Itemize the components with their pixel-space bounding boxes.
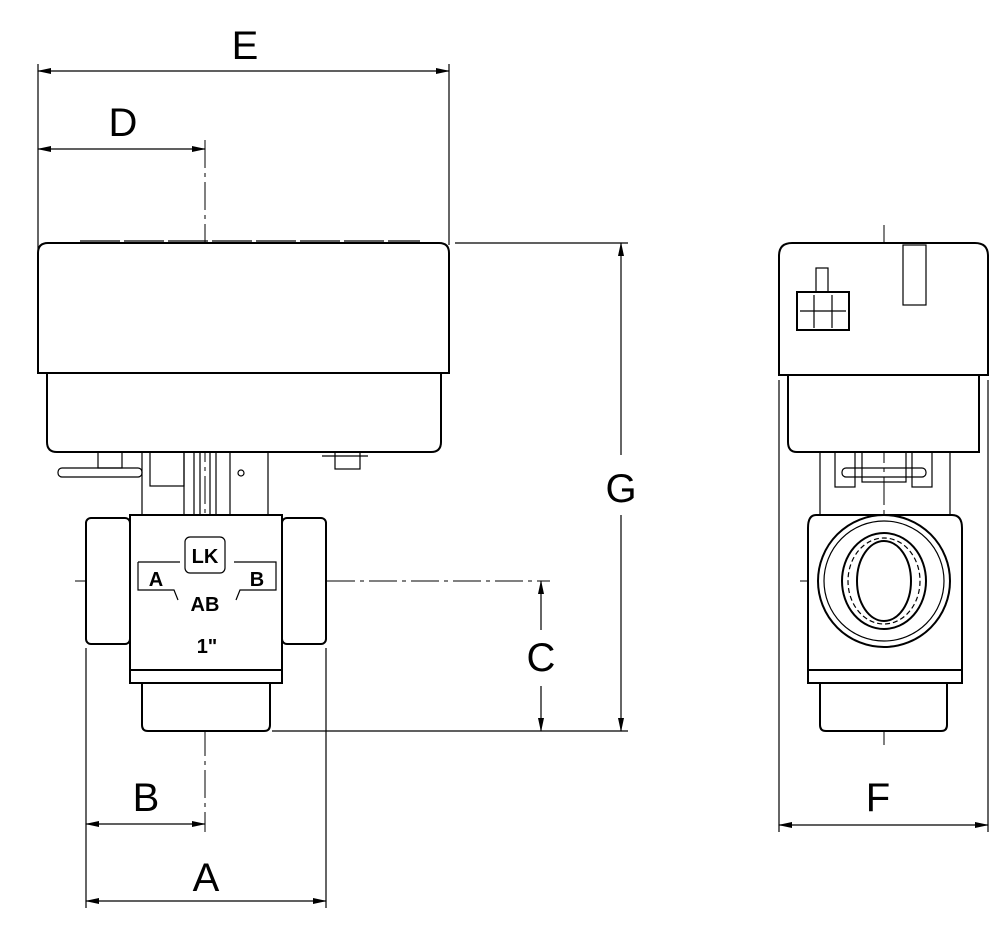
front-view: LK A B AB 1" — [37, 240, 450, 732]
size-marking: 1" — [197, 636, 218, 658]
port-ab-marking: AB — [191, 594, 220, 616]
logo-marking: LK — [192, 546, 219, 568]
dim-label-e: E — [232, 24, 259, 68]
valve-body-side — [807, 514, 963, 732]
dim-label-g: G — [605, 467, 636, 511]
port-a-marking: A — [149, 569, 163, 591]
port-b-marking: B — [250, 569, 264, 591]
actuator-neck — [57, 451, 368, 516]
valve-body-front — [85, 514, 327, 732]
extension-lines — [37, 64, 989, 908]
dim-label-c: C — [527, 636, 556, 680]
neck-side — [819, 451, 951, 516]
dim-label-d: D — [109, 101, 138, 145]
actuator-side — [778, 242, 989, 453]
dim-label-f: F — [866, 776, 890, 820]
dim-label-b: B — [133, 776, 160, 820]
side-view — [778, 242, 989, 732]
actuator-front — [37, 240, 450, 453]
dim-label-a: A — [193, 856, 220, 900]
